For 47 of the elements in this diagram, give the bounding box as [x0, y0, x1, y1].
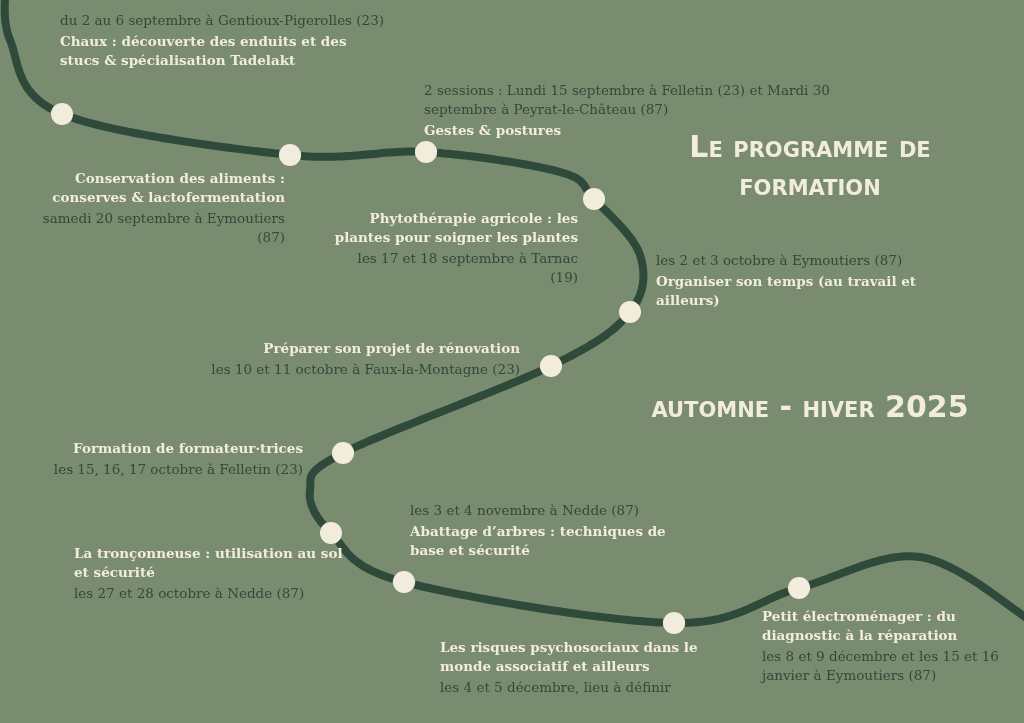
timeline-path [598, 203, 648, 307]
event-date: du 2 au 6 septembre à Gentioux-Pigerolles (23) [60, 12, 385, 28]
timeline-dot [619, 301, 641, 323]
event-title: Formation de formateur·trices [73, 440, 303, 456]
timeline-path [413, 580, 664, 627]
timeline-dot [279, 144, 301, 166]
timeline-dot [332, 442, 354, 464]
event-date: les 8 et 9 décembre et les 15 et 16 janvier à Eymoutiers (87) [762, 648, 999, 683]
timeline-dot [663, 612, 685, 634]
event-title: Abattage d’arbres : techniques de base et sécurité [410, 523, 666, 558]
timeline-dot [51, 103, 73, 125]
timeline-path [349, 367, 544, 452]
timeline-path [299, 147, 417, 161]
timeline-dot [583, 188, 605, 210]
event-date: les 15, 16, 17 octobre à Felletin (23) [53, 461, 303, 477]
timeline-path [435, 148, 591, 194]
event-title: Organiser son temps (au travail et ailleurs) [656, 273, 917, 308]
event-title: Préparer son projet de rénovation [263, 340, 520, 356]
timeline-dot [540, 355, 562, 377]
event-date: les 3 et 4 novembre à Nedde (87) [410, 502, 640, 518]
timeline-path [305, 454, 337, 528]
timeline-path [69, 113, 280, 158]
event-date: 2 sessions : Lundi 15 septembre à Felletin (23) et Mardi 30 septembre à Peyrat-le-Château (87) [424, 82, 830, 117]
event-title: Phytothérapie agricole : les plantes pour soigner les plantes [334, 210, 578, 245]
event-title: La tronçonneuse : utilisation au sol et sécurité [74, 545, 343, 580]
season-heading: automne - hiver 2025 [650, 388, 970, 426]
timeline-path [807, 552, 1024, 624]
timeline-path [0, 0, 54, 113]
event-date: les 27 et 28 octobre à Nedde (87) [74, 585, 305, 601]
timeline-dot [788, 577, 810, 599]
event-date: les 4 et 5 décembre, lieu à définir [440, 679, 671, 695]
event-date: les 10 et 11 octobre à Faux-la-Montagne (23) [211, 361, 520, 377]
event-title: Conservation des aliments : conserves & lactofermentation [52, 170, 285, 205]
timeline-path [557, 317, 626, 365]
event-title: Chaux : découverte des enduits et des stucs & spécialisation Tadelakt [60, 33, 347, 68]
event-date: les 2 et 3 octobre à Eymoutiers (87) [656, 252, 903, 268]
timeline-dot [415, 141, 437, 163]
timeline-path [684, 587, 792, 627]
page-title: Le programme de formation [688, 128, 932, 204]
timeline-dot [320, 522, 342, 544]
timeline-dot [393, 571, 415, 593]
event-title: Les risques psychosociaux dans le monde associatif et ailleurs [440, 639, 698, 674]
event-title: Gestes & postures [424, 122, 562, 138]
event-date: les 17 et 18 septembre à Tarnac (19) [357, 250, 578, 285]
event-title: Petit électroménager : du diagnostic à la réparation [762, 608, 958, 643]
timeline-path [334, 538, 397, 583]
event-date: samedi 20 septembre à Eymoutiers (87) [42, 210, 285, 245]
